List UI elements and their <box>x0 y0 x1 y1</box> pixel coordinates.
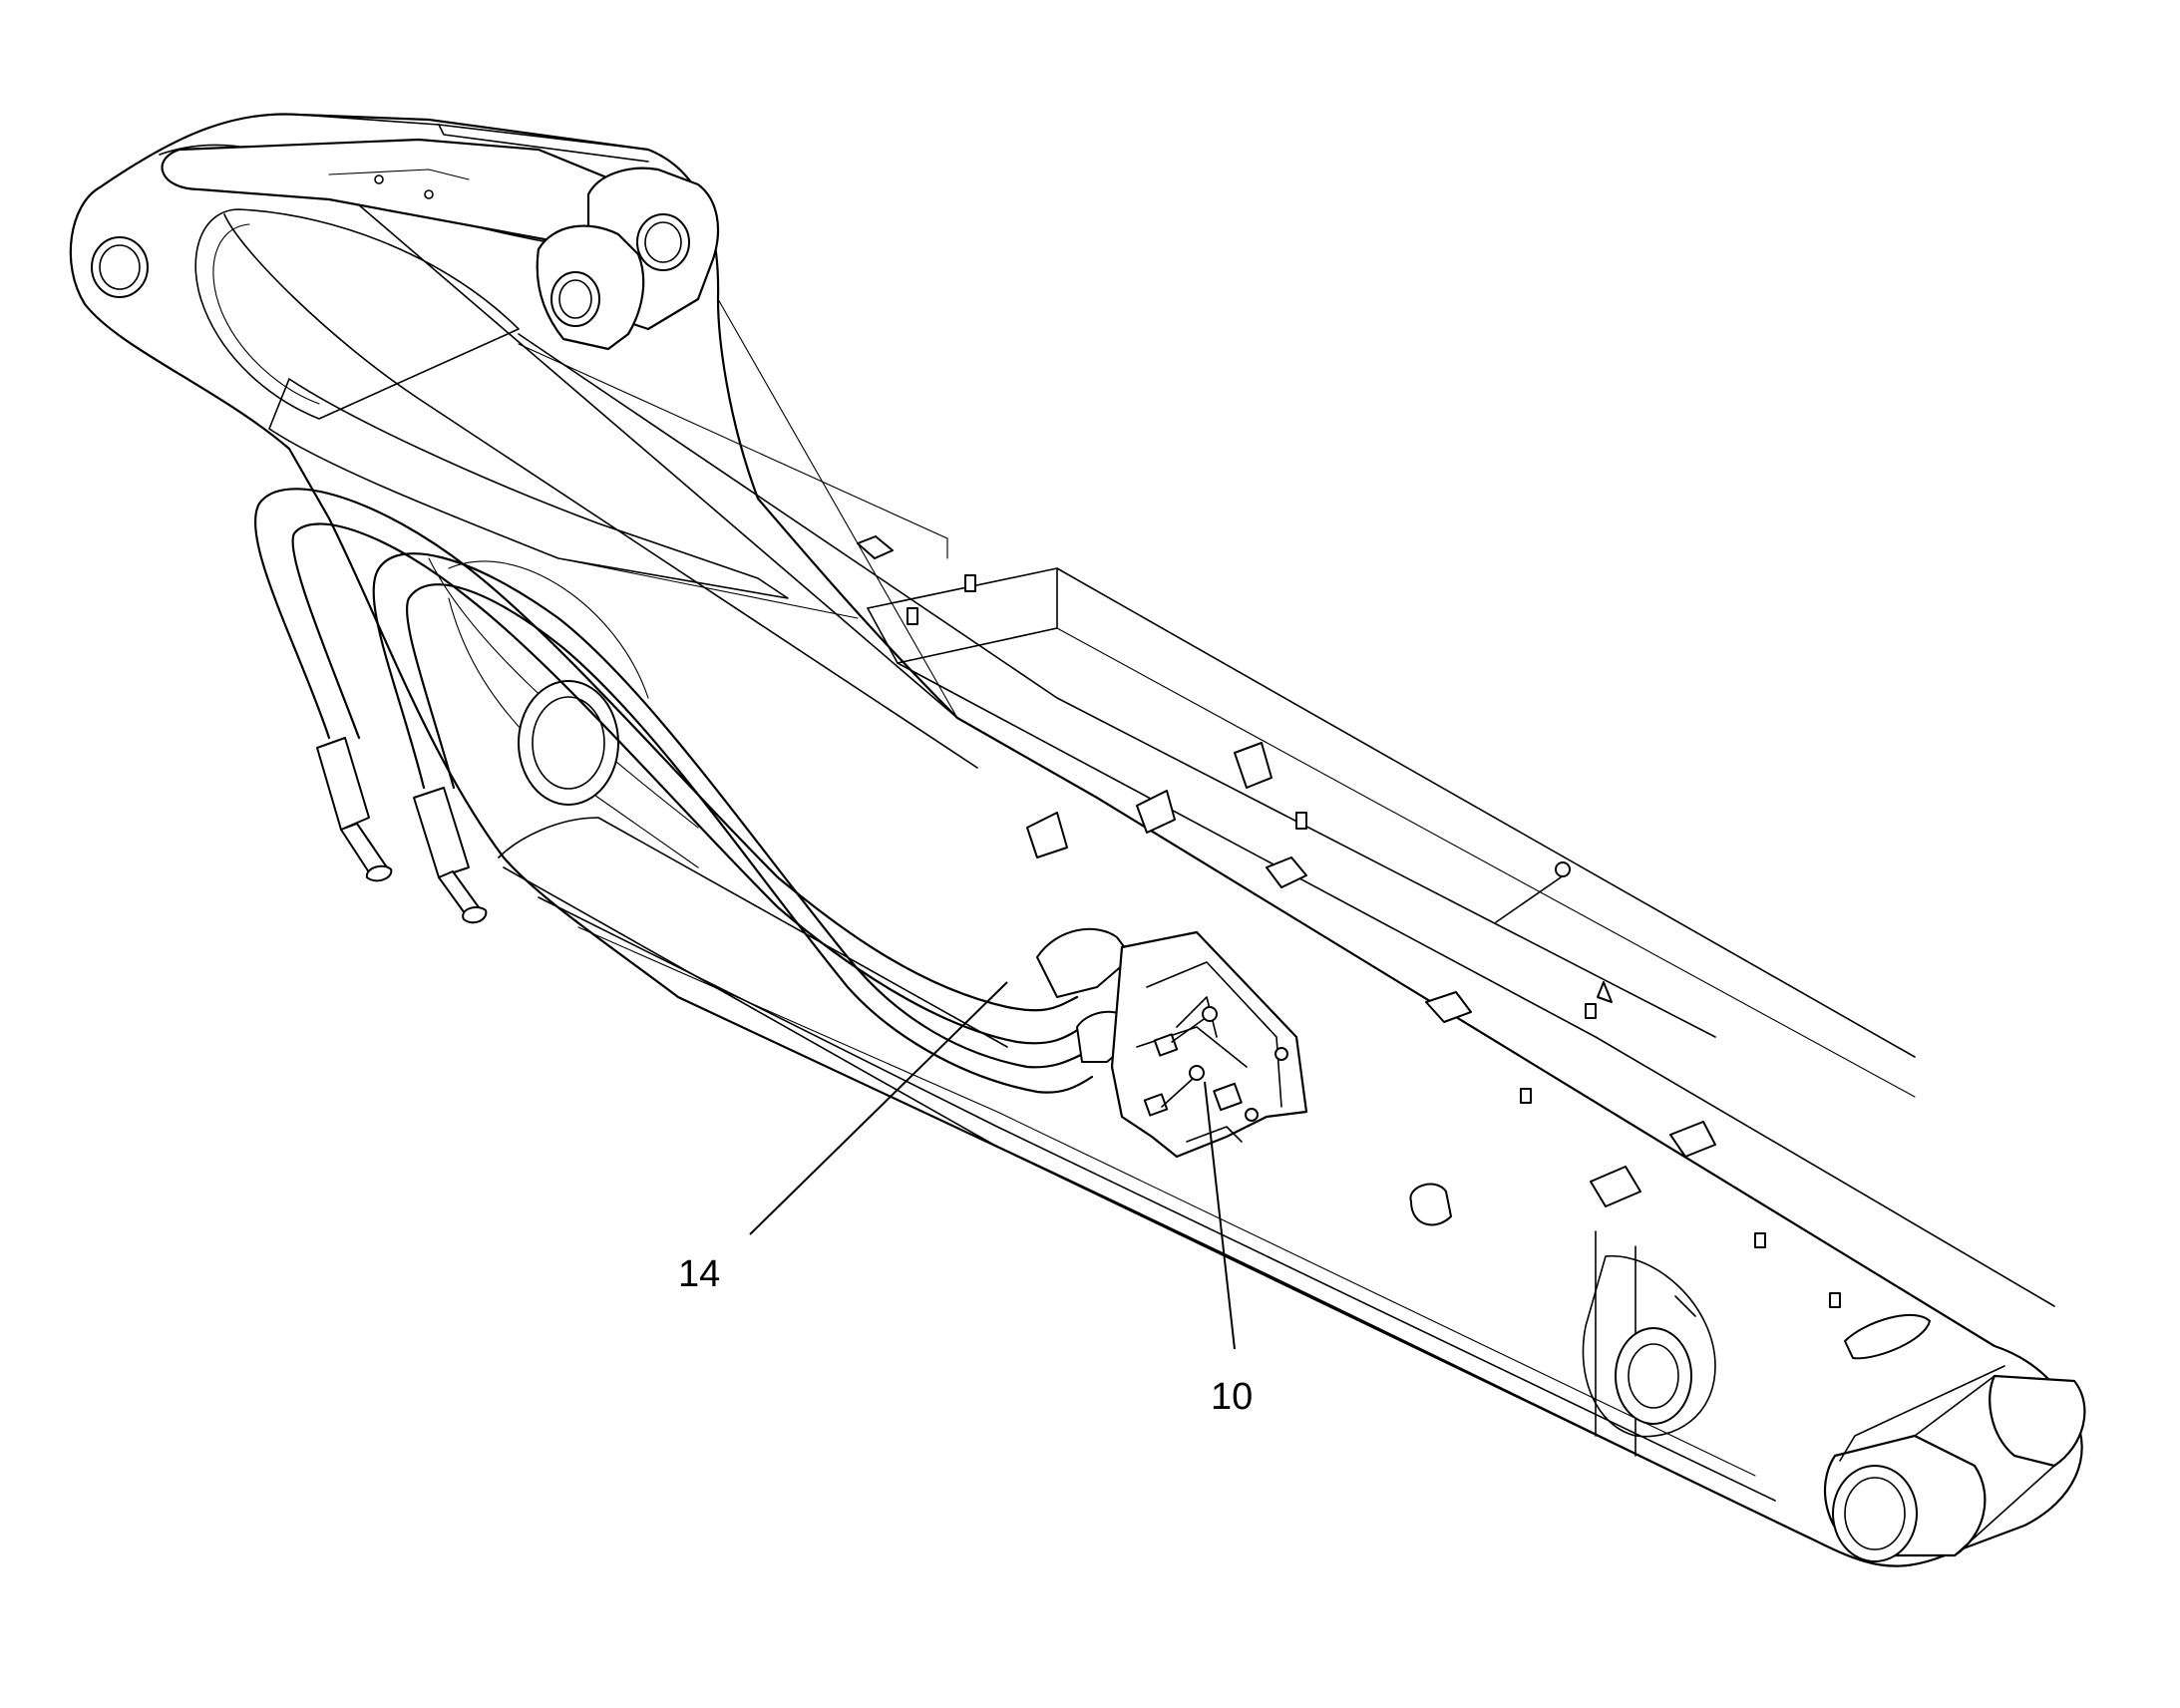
callout-label-hose: 14 <box>678 1253 720 1295</box>
callout-label-valve: 10 <box>1211 1376 1253 1418</box>
leader-hose <box>749 981 1008 1235</box>
boom-arm <box>69 113 2083 1567</box>
boom-tip-pin-lugs <box>1823 1365 2086 1562</box>
leader-valve <box>1204 1081 1236 1350</box>
valve-block <box>1110 930 1308 1159</box>
web-inspection-cover <box>448 560 649 806</box>
grease-line <box>1495 861 1571 923</box>
boom-foot-bracket <box>91 138 720 351</box>
boom-lower-pivot <box>1582 1255 1716 1438</box>
callout-leaders <box>749 981 1236 1350</box>
top-fittings <box>857 535 1931 1360</box>
